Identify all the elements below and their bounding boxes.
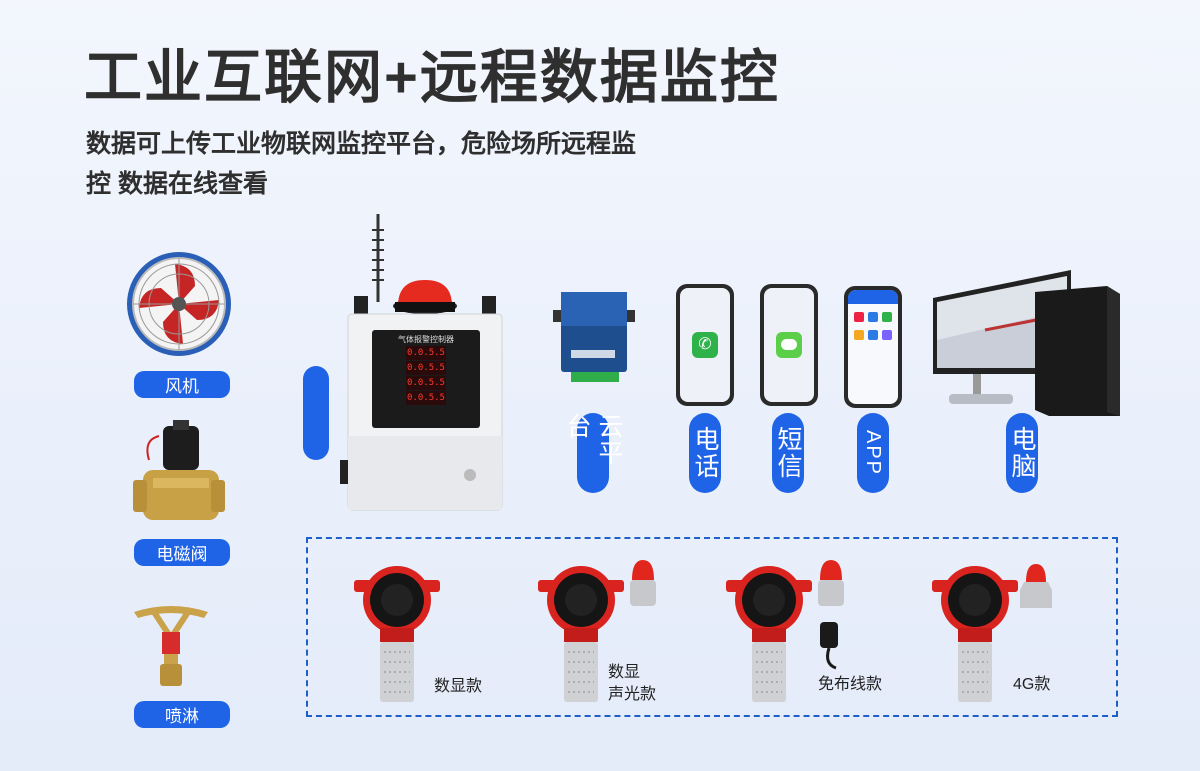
output-label-solenoid-valve: 电磁阀: [134, 539, 230, 566]
remote-label-app: APP: [857, 413, 889, 493]
controller-display: 0.0.5.5 0.0.5.5 0.0.5.5 0.0.5.5: [406, 346, 446, 405]
app-icon: [844, 286, 902, 408]
display-reading: 0.0.5.5: [406, 376, 446, 390]
display-reading: 0.0.5.5: [406, 391, 446, 405]
connector-tab: [303, 366, 329, 460]
detector-label: 免布线款: [818, 676, 883, 693]
sms-icon: [760, 284, 818, 406]
remote-label-cloud: 云平台: [563, 413, 623, 493]
cloud-gateway-icon: [553, 288, 635, 384]
page-subtitle: 数据可上传工业物联网监控平台，危险场所远程监 控 数据在线查看: [86, 124, 726, 204]
detector-label: 4G款: [1013, 676, 1051, 693]
fan-icon: [125, 250, 233, 358]
solenoid-valve-icon: [133, 420, 225, 528]
page-title: 工业互联网+远程数据监控: [84, 45, 780, 110]
remote-label-computer: 电脑: [1006, 413, 1038, 493]
display-reading: 0.0.5.5: [406, 361, 446, 375]
output-label-fan: 风机: [134, 371, 230, 398]
detector-label: 数显 声光款: [608, 664, 657, 703]
detector-label: 数显款: [434, 678, 483, 695]
gas-detector-sound-light: [536, 556, 660, 704]
display-reading: 0.0.5.5: [406, 346, 446, 360]
subtitle-line-1: 数据可上传工业物联网监控平台，危险场所远程监: [86, 130, 637, 158]
gas-detector-4g: [930, 556, 1054, 704]
gas-detector: [352, 558, 442, 704]
remote-label-phone: 电话: [689, 413, 721, 493]
computer-icon: [925, 270, 1120, 420]
detector-group-box: [306, 537, 1118, 717]
controller-panel-title: 气体报警控制器: [398, 335, 454, 344]
output-label-sprinkler: 喷淋: [134, 701, 230, 728]
sprinkler-icon: [124, 598, 218, 690]
remote-label-sms: 短信: [772, 413, 804, 493]
phone-call-icon: ✆: [676, 284, 734, 406]
alarm-controller: 气体报警控制器 0.0.5.5 0.0.5.5 0.0.5.5 0.0.5.5: [340, 210, 510, 515]
subtitle-line-2: 控 数据在线查看: [86, 170, 268, 198]
gas-detector-wireless: [724, 556, 852, 704]
